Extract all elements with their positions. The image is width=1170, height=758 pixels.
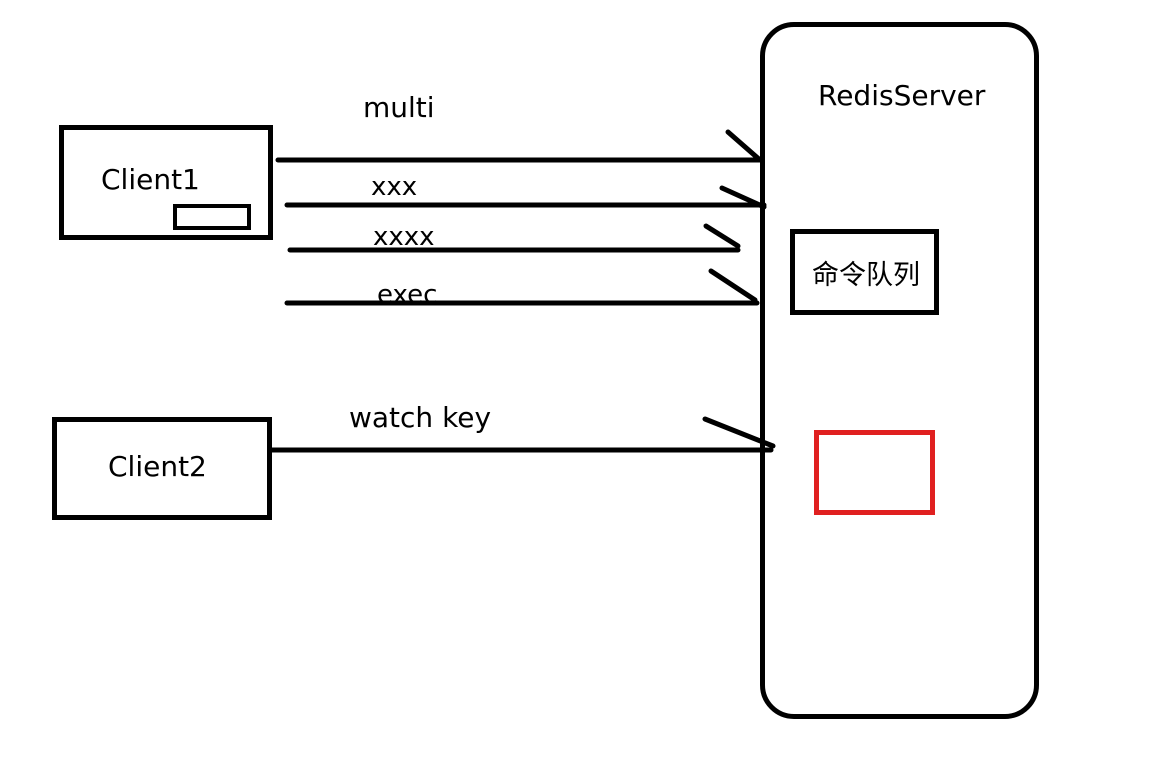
arrowhead-exec (708, 268, 758, 303)
client1-inner-box (173, 204, 251, 230)
redis-server-box (760, 22, 1039, 719)
arrow-label-watch-key: watch key (349, 401, 492, 434)
arrowhead-xxx (719, 185, 767, 210)
arrow-label-exec: exec (377, 280, 438, 310)
client1-box (59, 125, 273, 240)
arrow-label-xxx: xxx (371, 172, 418, 202)
client1-label: Client1 (101, 163, 200, 196)
arrowhead-xxxx (703, 223, 741, 249)
arrow-label-xxxx: xxxx (373, 222, 435, 252)
arrowhead-multi (725, 129, 763, 163)
command-queue-box (790, 229, 939, 315)
client2-label: Client2 (108, 450, 207, 483)
arrow-label-multi: multi (363, 91, 435, 124)
command-queue-label: 命令队列 (812, 260, 920, 291)
redis-server-label: RedisServer (818, 79, 986, 112)
watched-key-box (814, 430, 935, 515)
client2-box (52, 417, 272, 520)
